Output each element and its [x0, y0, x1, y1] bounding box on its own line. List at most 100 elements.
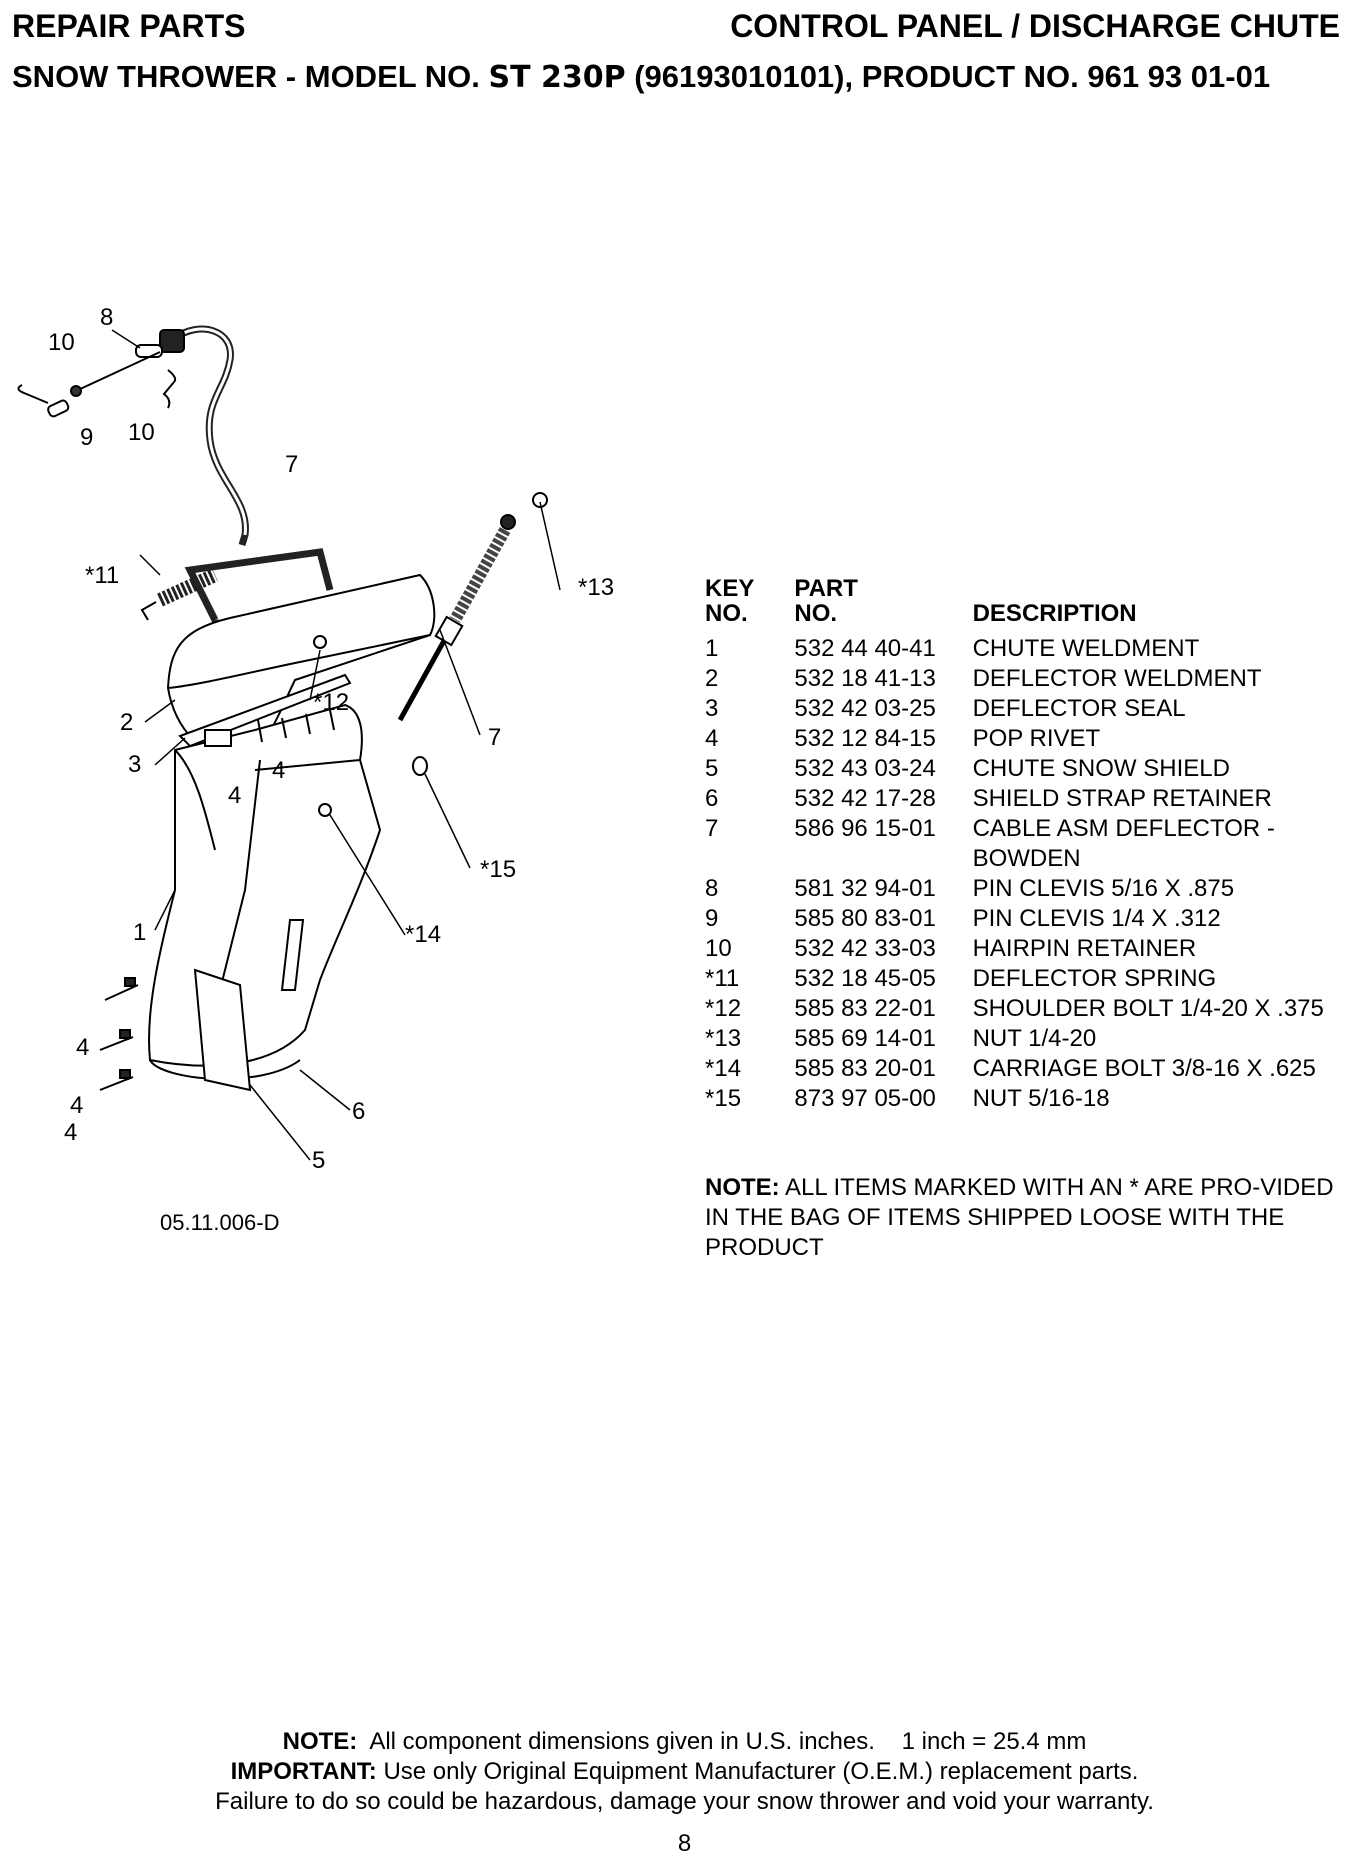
cell-description: CARRIAGE BOLT 3/8-16 X .625 — [972, 1055, 1316, 1082]
chute-weldment-part — [148, 703, 382, 1080]
cell-part-no: 532 43 03-24 — [794, 755, 936, 782]
cell-part-no: 532 44 40-41 — [794, 635, 936, 662]
table-row: 2 532 18 41-13 DEFLECTOR WELDMENT — [705, 664, 1369, 694]
table-row: *15 873 97 05-00 NUT 5/16-18 — [705, 1084, 1369, 1114]
loose-items-note: NOTE: ALL ITEMS MARKED WITH AN * ARE PRO… — [705, 1173, 1345, 1263]
callout-label: 4 — [76, 1034, 89, 1061]
model-prefix: SNOW THROWER - MODEL NO. — [12, 59, 489, 94]
table-row: 7 586 96 15-01 CABLE ASM DEFLECTOR - BOWDE… — [705, 814, 1369, 874]
table-row: *14 585 83 20-01 CARRIAGE BOLT 3/8-16 X .6… — [705, 1054, 1369, 1084]
table-row: 10 532 42 33-03 HAIRPIN RETAINER — [705, 934, 1369, 964]
cell-key-no: 3 — [705, 695, 719, 722]
cell-part-no: 586 96 15-01 — [794, 815, 936, 842]
chute-snow-shield-part — [193, 968, 252, 1092]
callout-label: *13 — [578, 574, 614, 601]
callout-label: *15 — [480, 856, 516, 883]
cell-key-no: 10 — [705, 935, 732, 962]
cell-description: CHUTE WELDMENT — [972, 635, 1200, 662]
callout-label: 5 — [312, 1147, 325, 1174]
callout-label: 7 — [285, 451, 298, 478]
pop-rivets-part — [99, 709, 335, 1091]
callout-label: 9 — [80, 424, 93, 451]
cell-description: NUT 5/16-18 — [972, 1085, 1110, 1112]
callout-label: *12 — [313, 689, 349, 716]
cell-part-no: 532 42 33-03 — [794, 935, 936, 962]
header-model-line: SNOW THROWER - MODEL NO. ST 230P (961930… — [12, 61, 1270, 93]
control-cable-part — [17, 325, 249, 547]
note-text: ALL ITEMS MARKED WITH AN * ARE PRO-VIDED… — [705, 1174, 1334, 1261]
callout-label: 7 — [488, 724, 501, 751]
model-number: ST 230P — [488, 60, 626, 95]
cell-key-no: 5 — [705, 755, 719, 782]
header-page-title: CONTROL PANEL / DISCHARGE CHUTE — [730, 8, 1340, 44]
footer-important-note: IMPORTANT: Use only Original Equipment M… — [230, 1758, 1139, 1785]
callout-label: *14 — [405, 921, 441, 948]
cell-key-no: 2 — [705, 665, 719, 692]
cell-description: HAIRPIN RETAINER — [972, 935, 1197, 962]
cell-part-no: 873 97 05-00 — [794, 1085, 936, 1112]
cell-part-no: 532 18 41-13 — [794, 665, 936, 692]
table-row: 9 585 80 83-01 PIN CLEVIS 1/4 X .312 — [705, 904, 1369, 934]
callout-label: 1 — [133, 919, 146, 946]
footer-dimension-note: NOTE: All component dimensions given in … — [282, 1728, 1087, 1755]
cell-part-no: 585 83 20-01 — [794, 1055, 936, 1082]
table-row: 1 532 44 40-41 CHUTE WELDMENT — [705, 634, 1369, 664]
cell-description: CABLE ASM DEFLECTOR - BOWDEN — [972, 815, 1275, 872]
callout-label: *11 — [85, 562, 119, 589]
callout-labels: 10 8 9 10 7 *11 *13 *12 2 7 3 4 4 *15 1 … — [48, 304, 614, 1235]
cell-key-no: 1 — [705, 635, 719, 662]
cell-key-no: 4 — [705, 725, 719, 752]
callout-label: 10 — [128, 419, 155, 446]
cell-description: PIN CLEVIS 1/4 X .312 — [972, 905, 1221, 932]
deflector-seal-part — [178, 673, 352, 748]
cell-part-no: 585 83 22-01 — [794, 995, 936, 1022]
cell-description: DEFLECTOR WELDMENT — [972, 665, 1262, 692]
footer-notes: NOTE: All component dimensions given in … — [0, 1727, 1369, 1817]
callout-label: 4 — [272, 757, 285, 784]
cable-deflector-part — [397, 492, 548, 722]
cell-key-no: *12 — [705, 995, 742, 1022]
table-row: *12 585 83 22-01 SHOULDER BOLT 1/4-20 X .3… — [705, 994, 1369, 1024]
note-label: NOTE: — [705, 1174, 780, 1201]
cell-part-no: 532 18 45-05 — [794, 965, 936, 992]
cell-description: DEFLECTOR SPRING — [972, 965, 1217, 992]
cell-key-no: 9 — [705, 905, 719, 932]
cell-key-no: 7 — [705, 815, 719, 842]
cell-description: NUT 1/4-20 — [972, 1025, 1097, 1052]
model-suffix: (96193010101), PRODUCT NO. 961 93 01-01 — [625, 59, 1271, 94]
callout-label: 3 — [128, 751, 141, 778]
leader-lines — [111, 329, 561, 1161]
callout-label: 4 — [228, 782, 241, 809]
deflector-spring-part — [140, 568, 218, 621]
nut-part — [412, 756, 428, 776]
cell-key-no: *11 — [705, 965, 740, 992]
callout-label: 8 — [100, 304, 113, 331]
cell-part-no: 585 80 83-01 — [794, 905, 936, 932]
cell-key-no: *15 — [705, 1085, 742, 1112]
exploded-parts-diagram: 10 8 9 10 7 *11 *13 *12 2 7 3 4 4 *15 1 … — [17, 304, 614, 1235]
cell-key-no: *13 — [705, 1025, 742, 1052]
callout-label: 2 — [120, 709, 133, 736]
cell-description: SHIELD STRAP RETAINER — [972, 785, 1272, 812]
cell-part-no: 532 12 84-15 — [794, 725, 936, 752]
footer-warning: Failure to do so could be hazardous, dam… — [215, 1788, 1154, 1815]
cell-description: SHOULDER BOLT 1/4-20 X .375 — [972, 995, 1324, 1022]
cell-description: DEFLECTOR SEAL — [972, 695, 1186, 722]
cell-description: PIN CLEVIS 5/16 X .875 — [972, 875, 1235, 902]
cell-part-no: 581 32 94-01 — [794, 875, 936, 902]
page-number: 8 — [677, 1830, 692, 1857]
callout-label: 6 — [352, 1098, 365, 1125]
callout-label: 4 — [64, 1119, 77, 1146]
cell-key-no: *14 — [705, 1055, 742, 1082]
table-row: *11 532 18 45-05 DEFLECTOR SPRING — [705, 964, 1369, 994]
